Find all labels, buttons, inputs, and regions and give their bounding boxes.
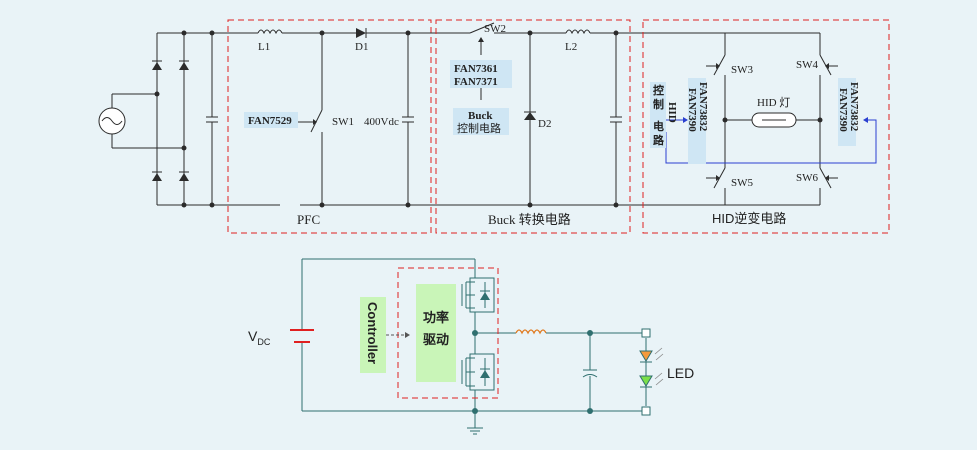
ac-source <box>98 93 184 149</box>
driver-right-label-2: FAN7390 <box>837 88 849 132</box>
switch-sw5-label: SW5 <box>731 177 754 189</box>
vdc-label: VDC <box>248 328 271 347</box>
led-orange <box>639 350 653 362</box>
vdc-label-sub: DC <box>257 337 270 347</box>
driver-section-box <box>397 267 499 399</box>
buck-section-label: Buck 转换电路 <box>488 212 571 227</box>
power-driver-box <box>416 284 456 382</box>
pfc-stage <box>230 28 440 208</box>
buck-control-box <box>453 108 509 135</box>
switch-sw1-label: SW1 <box>332 116 354 128</box>
driver-right-label-1: FAN73832 <box>848 82 860 132</box>
led-label: LED <box>667 365 694 381</box>
fan7529-box <box>244 112 298 128</box>
buck-control-label-1: Buck <box>468 110 493 122</box>
vdc-label-main: V <box>248 328 258 344</box>
bridge-rectifier <box>152 30 262 208</box>
hid-control-signals <box>665 117 877 164</box>
led-green <box>639 375 653 387</box>
pfc-section-box <box>227 19 432 234</box>
hid-control-label-3: 电 <box>653 119 664 133</box>
diode-d2-label: D2 <box>538 118 551 130</box>
pfc-section-label: PFC <box>297 212 320 227</box>
controller-to-driver-arrow <box>386 332 410 338</box>
input-capacitor <box>206 30 218 208</box>
controller-box <box>360 297 386 373</box>
hid-control-label-1: 控 <box>653 83 664 97</box>
led-driver-circuit <box>290 258 664 435</box>
inductor-l2-label: L2 <box>565 41 577 53</box>
fan7361-label: FAN7361 <box>454 63 498 75</box>
diode-d2 <box>524 112 536 120</box>
fan7529-label: FAN7529 <box>248 115 292 127</box>
hid-inverter-stage <box>652 32 838 206</box>
hid-section-box <box>642 19 890 234</box>
driver-left-label-2: FAN7390 <box>686 88 698 132</box>
diode-d1 <box>356 28 366 38</box>
power-driver-label-2: 驱动 <box>423 332 449 347</box>
fan7371-label: FAN7371 <box>454 76 498 88</box>
hid-control-box <box>650 82 666 148</box>
hid-control-label-vertical: HID <box>666 102 678 123</box>
switch-sw4-label: SW4 <box>796 59 819 71</box>
driver-left-label-1: FAN73832 <box>697 82 709 132</box>
hid-section-label: HID逆变电路 <box>712 211 786 226</box>
hid-lamp-label: HID 灯 <box>757 96 790 109</box>
switch-sw6-label: SW6 <box>796 172 819 184</box>
switch-sw2-label: SW2 <box>484 23 506 35</box>
hid-control-label-2: 制 <box>653 97 664 111</box>
hid-control-label-4: 路 <box>653 133 665 147</box>
switch-sw3-label: SW3 <box>731 64 754 76</box>
power-driver-label-1: 功率 <box>423 310 449 325</box>
buck-section-box <box>435 19 631 234</box>
buck-stage <box>440 22 652 208</box>
driver-right-box <box>838 78 856 146</box>
controller-label: Controller <box>365 302 380 364</box>
bus-voltage-label: 400Vdc <box>364 116 399 128</box>
fan7361-box <box>450 60 512 88</box>
inductor-l1-label: L1 <box>258 41 270 53</box>
driver-left-box <box>688 78 706 164</box>
diode-d1-label: D1 <box>355 41 368 53</box>
buck-control-label-2: 控制电路 <box>457 121 501 135</box>
